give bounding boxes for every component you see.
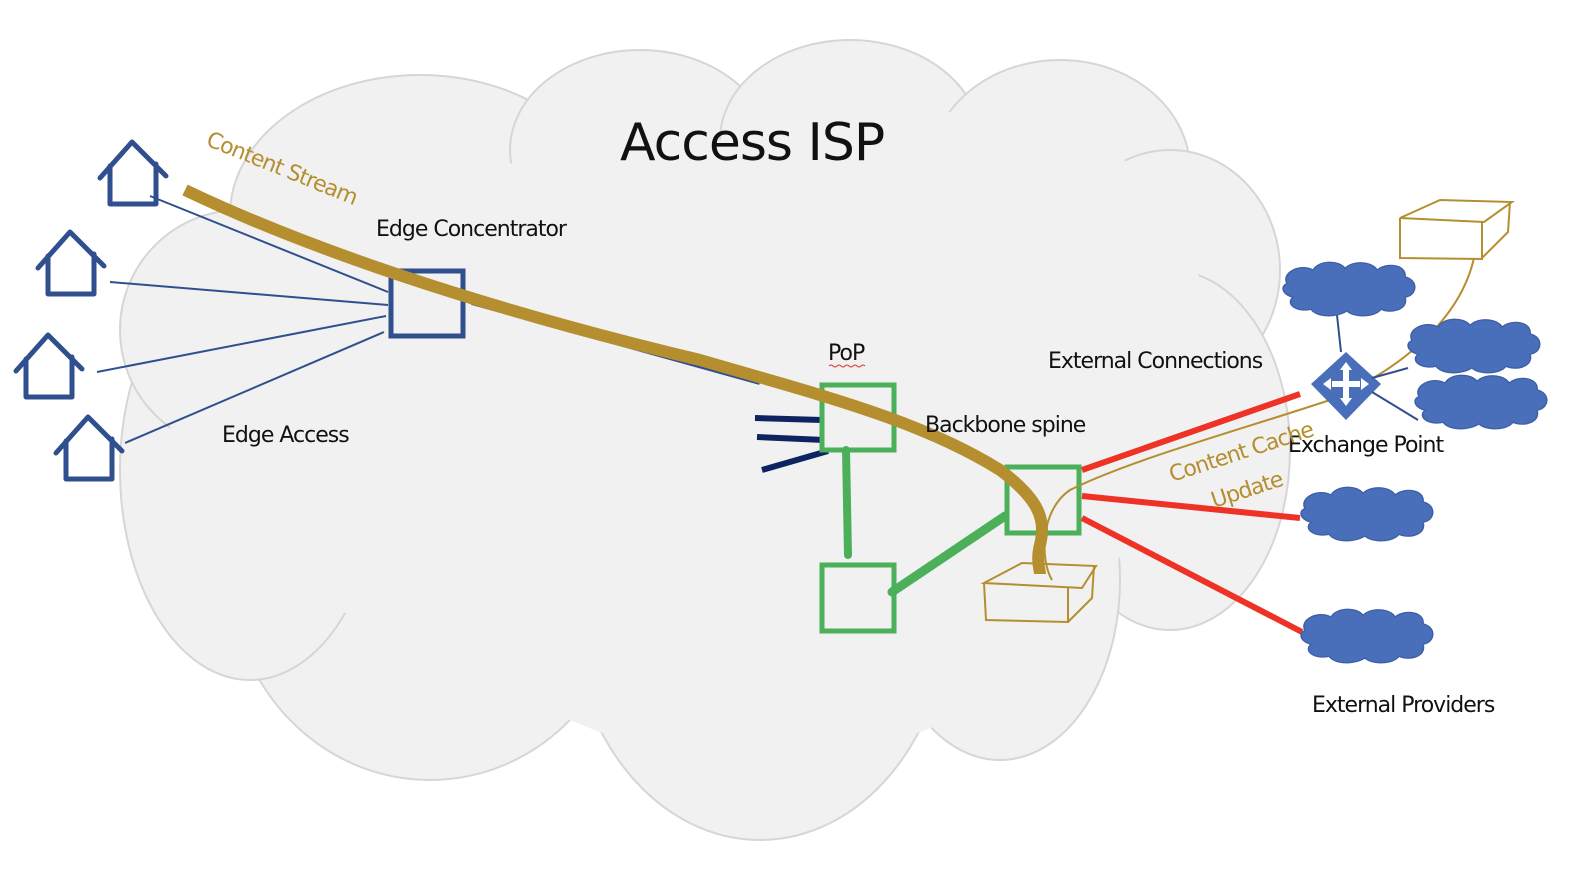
move-arrows-icon	[1323, 362, 1369, 406]
pop-label: PoP	[828, 341, 865, 366]
edge-concentrator[interactable]	[388, 268, 466, 339]
home-icon	[53, 414, 125, 482]
pop-feeder-links	[754, 415, 829, 473]
diagram-title: Access ISP	[620, 113, 884, 173]
exchange-point-label: Exchange Point	[1288, 433, 1444, 458]
home-icon	[13, 332, 85, 400]
external-connections-label: External Connections	[1048, 349, 1263, 374]
backbone-spine-label: Backbone spine	[925, 413, 1086, 438]
provider-cloud-5[interactable]	[1300, 608, 1434, 664]
content-stream-path	[182, 184, 1048, 575]
content-cache-local[interactable]	[980, 561, 1098, 624]
provider-cloud-3[interactable]	[1414, 374, 1548, 430]
provider-cloud-1[interactable]	[1282, 261, 1416, 317]
provider-cloud-2[interactable]	[1407, 318, 1541, 374]
spellcheck-underline	[828, 364, 866, 368]
edge-concentrator-label: Edge Concentrator	[376, 217, 568, 242]
exchange-links	[1336, 314, 1419, 421]
home-icon	[97, 139, 169, 207]
provider-cloud-4[interactable]	[1300, 486, 1434, 542]
backbone-links	[842, 446, 1010, 597]
edge-access-label: Edge Access	[222, 423, 349, 448]
content-cache-external[interactable]	[1399, 198, 1516, 261]
exchange-point[interactable]	[1311, 352, 1381, 420]
external-links	[1080, 391, 1304, 635]
isp-cloud	[119, 39, 1291, 841]
external-providers-label: External Providers	[1312, 693, 1495, 718]
home-icon	[35, 229, 107, 297]
backbone-router-lower[interactable]	[819, 562, 897, 634]
edge-access-links	[96, 195, 389, 444]
